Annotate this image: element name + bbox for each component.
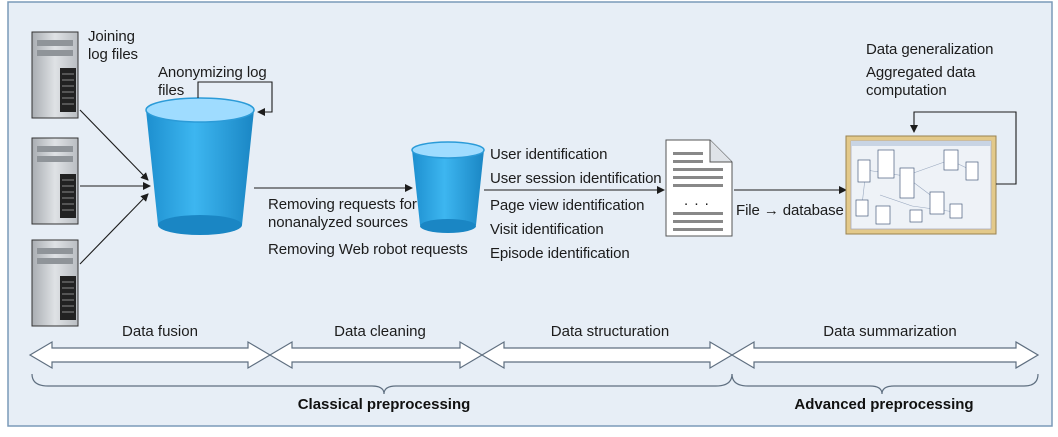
- structuring-step: User identification: [490, 146, 608, 163]
- bucket-icon: [145, 97, 255, 235]
- removing-requests-line1: Removing requests for: [268, 196, 417, 213]
- database-schema-icon: [845, 135, 997, 235]
- removing-requests-line2: nonanalyzed sources: [268, 214, 408, 231]
- server-icon: [31, 137, 79, 225]
- group-label-advanced: Advanced preprocessing: [794, 396, 974, 413]
- advanced-preprocessing-brace: [731, 373, 1039, 395]
- generalization-label-line3: computation: [866, 82, 947, 99]
- structuring-step: Episode identification: [490, 245, 630, 262]
- generalization-label-line2: Aggregated data: [866, 64, 976, 81]
- document-dots: . . .: [684, 192, 710, 209]
- structuring-step: Visit identification: [490, 221, 604, 238]
- file-to-database-label: File → database: [736, 202, 844, 219]
- phase-label-data-structuration: Data structuration: [550, 323, 670, 340]
- fusion-arrow: [79, 109, 149, 181]
- joining-label-line2: log files: [88, 46, 138, 63]
- phase-label-data-summarization: Data summarization: [823, 323, 957, 340]
- anonymizing-loop-arrow: [197, 81, 273, 116]
- generalization-loop-arrow: [910, 111, 1017, 185]
- anonymizing-label-line2: files: [158, 82, 185, 99]
- server-icon: [31, 239, 79, 327]
- structuring-step: User session identification: [490, 170, 662, 187]
- server-icon: [31, 31, 79, 119]
- bucket-icon: [411, 141, 485, 233]
- document-icon: [665, 139, 733, 237]
- group-label-classical: Classical preprocessing: [297, 396, 471, 413]
- phase-arrow-data-summarization: [730, 340, 1040, 370]
- classical-preprocessing-brace: [31, 373, 733, 395]
- generalization-label-line1: Data generalization: [866, 41, 994, 58]
- phase-label-data-cleaning: Data cleaning: [334, 323, 426, 340]
- structuring-step: Page view identification: [490, 197, 645, 214]
- removing-robots-label: Removing Web robot requests: [268, 241, 468, 258]
- anonymizing-label-line1: Anonymizing log: [158, 64, 267, 81]
- phase-label-data-fusion: Data fusion: [122, 323, 198, 340]
- fusion-arrow: [79, 193, 149, 265]
- joining-label-line1: Joining: [88, 28, 135, 45]
